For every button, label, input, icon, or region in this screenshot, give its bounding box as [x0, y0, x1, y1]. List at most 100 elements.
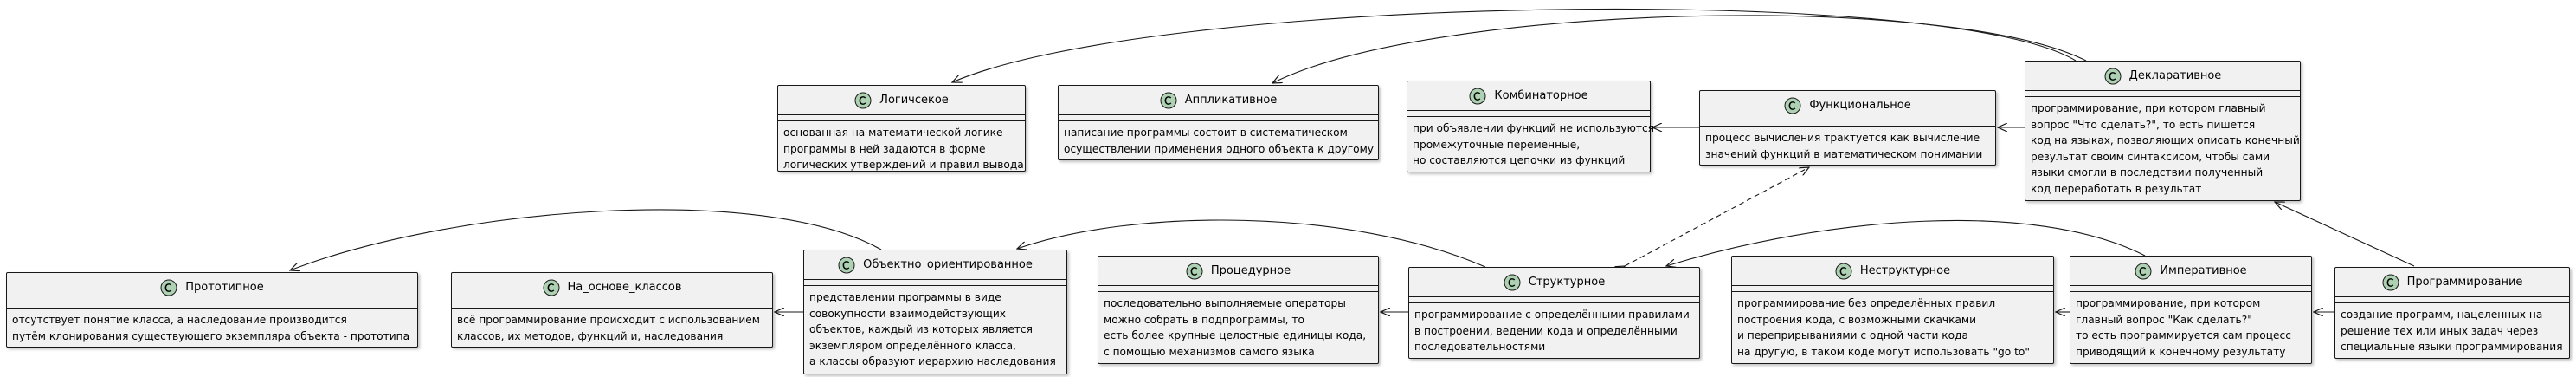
- node-attribute-compartment: [2070, 286, 2311, 292]
- node-description-line: написание программы состоит в систематич…: [1064, 127, 1348, 139]
- node-description-line: результат своим синтаксисом, чтобы сами: [2031, 150, 2270, 163]
- node-description-line: осуществлении применения одного объекта …: [1064, 142, 1374, 155]
- node-logical: Логичсекое основанная на математической л…: [777, 85, 1026, 172]
- class-c-icon: [2135, 263, 2152, 279]
- node-description: процесс вычисления трактуется как вычисл…: [1700, 127, 1995, 166]
- node-attribute-compartment: [1098, 286, 1378, 292]
- node-description-line: программирование с определёнными правила…: [1414, 309, 1690, 321]
- node-description-line: есть более крупные целостные единицы код…: [1104, 329, 1367, 342]
- node-header: Функциональное: [1700, 91, 1995, 120]
- edge-declarative-to-applicative: [1272, 15, 2087, 83]
- class-c-icon: [1504, 274, 1521, 290]
- node-description-line: процесс вычисления трактуется как вычисл…: [1705, 132, 1980, 144]
- node-title: На_основе_классов: [567, 281, 682, 294]
- node-header: Структурное: [1409, 268, 1699, 297]
- node-description-line: последовательно выполняемые операторы: [1104, 297, 1346, 309]
- node-description-line: программирование, при котором главный: [2031, 102, 2266, 114]
- class-c-icon: [2104, 68, 2122, 84]
- node-description-line: совокупности взаимодействующих: [809, 307, 1006, 320]
- node-description: программирование, при котором главный воп…: [2025, 97, 2300, 201]
- node-title: Декларативное: [2128, 69, 2222, 82]
- node-description-line: экземпляром определённого класса,: [809, 339, 1016, 352]
- node-description-line: но составляются цепочки из функций: [1413, 154, 1626, 167]
- node-header: Декларативное: [2025, 62, 2300, 91]
- node-attribute-compartment: [7, 302, 417, 309]
- node-description: написание программы состоит в систематич…: [1059, 121, 1378, 160]
- node-title: Структурное: [1528, 276, 1606, 289]
- node-description-line: программирование, при котором: [2076, 297, 2261, 309]
- node-description: создание программ, нацеленных на решение …: [2335, 303, 2569, 359]
- class-c-icon: [1160, 92, 1177, 108]
- node-header: На_основе_классов: [452, 273, 772, 302]
- edge-oop-to-prototype: [290, 209, 882, 270]
- edge-declarative-to-logical: [952, 8, 2077, 82]
- node-imperative: Императивное программирование, при которо…: [2070, 256, 2312, 364]
- node-description-line: классов, их методов, функций и, наследов…: [457, 329, 724, 342]
- node-description-line: значений функций в математическом понима…: [1705, 147, 1983, 160]
- node-header: Процедурное: [1098, 257, 1378, 286]
- edge-structural-to-oop: [1017, 219, 1486, 268]
- class-c-icon: [2382, 274, 2399, 290]
- node-description-line: с помощью механизмов самого языка: [1104, 345, 1315, 358]
- node-description-line: и переприрываниями с одной части кода: [1737, 329, 1968, 342]
- node-class-based: На_основе_классов всё программирование пр…: [451, 272, 773, 348]
- node-title: Неструктурное: [1859, 264, 1951, 277]
- node-header: Объектно_ориентированное: [804, 250, 1066, 280]
- node-description-line: приводящий к конечному результату: [2076, 345, 2286, 358]
- node-attribute-compartment: [1059, 115, 1378, 121]
- node-description-line: в построении, ведении кода и определённы…: [1414, 324, 1678, 337]
- class-c-icon: [1469, 88, 1486, 104]
- node-description-line: на другую, в таком коде могут использова…: [1737, 345, 2030, 358]
- node-description-line: логических утверждений и правил вывода: [783, 159, 1024, 172]
- edge-programming-to-declarative: [2275, 202, 2415, 267]
- node-title: Аппликативное: [1184, 94, 1278, 107]
- node-description-line: решение тех или иных задач через: [2341, 324, 2539, 337]
- node-description-line: главный вопрос "Как сделать?": [2076, 313, 2252, 326]
- node-description-line: языки смогли в последствии полученный: [2031, 166, 2264, 179]
- node-description-line: вопрос "Что сделать?", то есть пишется: [2031, 118, 2256, 131]
- node-description: программирование с определёнными правила…: [1409, 303, 1699, 359]
- node-header: Программирование: [2335, 268, 2569, 297]
- node-title: Комбинаторное: [1494, 89, 1588, 102]
- node-attribute-compartment: [778, 115, 1025, 121]
- class-c-icon: [854, 92, 872, 108]
- node-description: всё программирование происходит с исполь…: [452, 309, 772, 348]
- class-c-icon: [1186, 263, 1203, 279]
- class-c-icon: [1835, 263, 1852, 279]
- node-description-line: путём клонирования существующего экземпл…: [12, 329, 410, 342]
- edge-structural-to-functional-dashed: [1625, 167, 1809, 266]
- node-description-line: код на языках, позволяющих описать конеч…: [2031, 134, 2300, 147]
- node-description: отсутствует понятие класса, а наследован…: [7, 309, 417, 348]
- node-description-line: программирование без определённых правил: [1737, 297, 1996, 309]
- node-attribute-compartment: [452, 302, 772, 309]
- node-header: Логичсекое: [778, 86, 1025, 115]
- class-c-icon: [543, 279, 559, 296]
- node-description-line: программы в ней задаются в форме: [783, 142, 986, 155]
- node-description: программирование, при котором главный воп…: [2070, 292, 2311, 363]
- node-title: Программирование: [2406, 276, 2523, 289]
- node-structural: Структурное программирование с определённ…: [1408, 267, 1700, 359]
- node-description-line: основанная на математической логике -: [783, 127, 1010, 139]
- node-attribute-compartment: [1407, 111, 1650, 117]
- class-c-icon: [838, 257, 855, 273]
- node-header: Аппликативное: [1059, 86, 1378, 115]
- node-attribute-compartment: [1409, 297, 1699, 303]
- node-header: Неструктурное: [1732, 257, 2053, 286]
- node-declarative: Декларативное программирование, при котор…: [2025, 61, 2301, 201]
- node-description-line: отсутствует понятие класса, а наследован…: [12, 314, 347, 326]
- node-header: Комбинаторное: [1407, 81, 1650, 111]
- node-applicative: Аппликативное написание программы состоит…: [1058, 85, 1379, 160]
- node-description-line: можно собрать в подпрограммы, то: [1104, 313, 1304, 326]
- node-description-line: создание программ, нацеленных на: [2341, 309, 2543, 321]
- node-attribute-compartment: [1732, 286, 2053, 292]
- node-description-line: при объявлении функций не используются: [1413, 122, 1654, 134]
- node-title: Императивное: [2160, 264, 2247, 277]
- node-header: Прототипное: [7, 273, 417, 302]
- node-description-line: последовательностями: [1414, 341, 1546, 354]
- node-title: Объектно_ориентированное: [863, 258, 1033, 271]
- node-header: Императивное: [2070, 257, 2311, 286]
- node-attribute-compartment: [2335, 297, 2569, 303]
